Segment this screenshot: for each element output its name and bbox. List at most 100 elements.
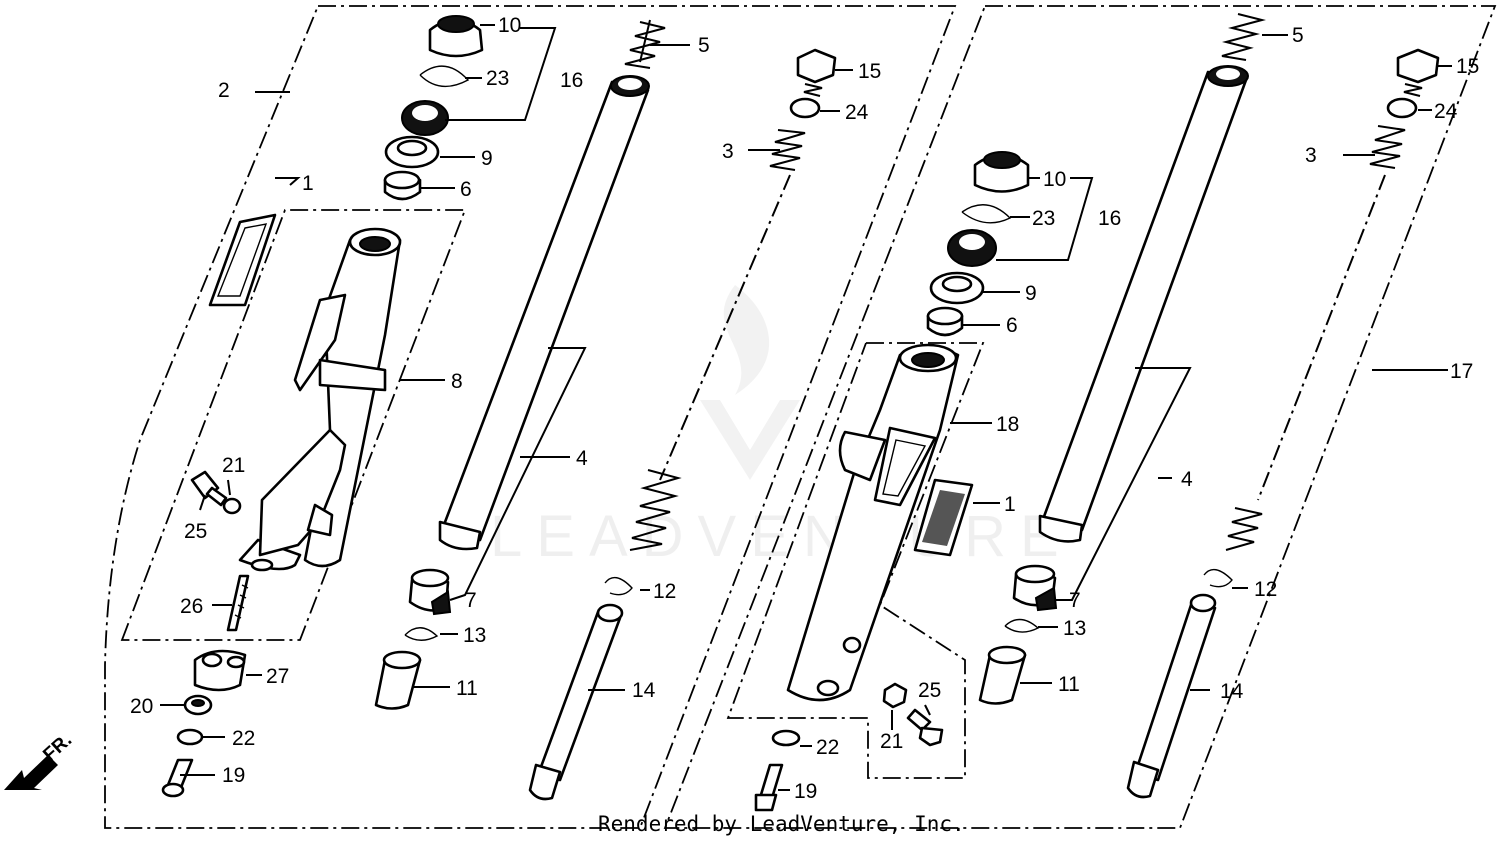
- o-ring-24-right: [1386, 97, 1418, 119]
- right-parts: [754, 13, 1440, 812]
- fork-tube-4-left: [438, 75, 650, 551]
- callout-14-left: 14: [632, 679, 656, 702]
- callout-1-left: 1: [302, 172, 314, 195]
- fork-slider-18-right: [786, 343, 960, 702]
- callout-9-right: 9: [1025, 282, 1037, 305]
- callout-15-left: 15: [858, 60, 881, 83]
- clip-23-left: [419, 65, 470, 88]
- ring-12-right: [1203, 568, 1233, 588]
- spring-5-right: [1221, 13, 1266, 61]
- footer-credit: Rendered by LeadVenture, Inc.: [598, 812, 965, 836]
- callouts-left: 10 23 16 9 6 2 1 8 4 5 15 24 3 7 12 13 1…: [130, 14, 881, 787]
- fork-tube-4-right: [1038, 65, 1249, 543]
- callout-12-right: 12: [1254, 578, 1277, 601]
- reflector-1-right: [913, 478, 974, 557]
- callout-21-left: 21: [222, 454, 245, 477]
- callout-19-left: 19: [222, 764, 245, 787]
- callout-10-left: 10: [498, 14, 521, 37]
- callout-6-right: 6: [1006, 314, 1018, 337]
- watermark: LEADVENTURE: [490, 285, 1073, 569]
- callout-27-left: 27: [266, 665, 289, 688]
- callout-17-right: 17: [1450, 360, 1473, 383]
- callout-25-right: 25: [918, 679, 941, 702]
- collar-11-left: [374, 650, 422, 710]
- callout-20-left: 20: [130, 695, 153, 718]
- callout-16-left: 16: [560, 69, 583, 92]
- callout-24-right: 24: [1434, 100, 1458, 123]
- damper-rod-14-right: [1126, 593, 1217, 799]
- callout-4-left: 4: [576, 447, 588, 470]
- callout-22-left: 22: [232, 727, 255, 750]
- bolt-25-right: [906, 708, 944, 747]
- callout-13-left: 13: [463, 624, 486, 647]
- dust-seal-10-right: [973, 151, 1030, 193]
- callout-5-left: 5: [698, 34, 710, 57]
- callout-3-left: 3: [722, 140, 734, 163]
- watermark-text: LEADVENTURE: [490, 504, 1073, 569]
- spring-3-right: [1225, 125, 1406, 551]
- callout-2-left: 2: [218, 79, 230, 102]
- callouts-right: 5 15 24 3 10 23 16 9 6 18 1 4 17 7 12 13…: [794, 24, 1479, 803]
- washer-21-left: [222, 497, 242, 515]
- callout-15-right: 15: [1456, 55, 1479, 78]
- callout-11-left: 11: [456, 677, 478, 700]
- washer-21-right: [882, 682, 908, 709]
- callout-4-right: 4: [1181, 468, 1193, 491]
- callout-13-right: 13: [1063, 617, 1086, 640]
- callout-12-left: 12: [653, 580, 676, 603]
- callout-25-left: 25: [184, 520, 207, 543]
- nut-20-left: [183, 694, 213, 716]
- callout-11-right: 11: [1058, 673, 1080, 696]
- callout-7-right: 7: [1069, 589, 1081, 612]
- oil-seal-left: [401, 100, 449, 136]
- bushing-6-left: [383, 170, 422, 201]
- dust-seal-10-left: [428, 15, 484, 58]
- snap-ring-13-right: [1004, 618, 1040, 633]
- collar-11-right: [978, 645, 1027, 705]
- right-fork-frame: [663, 5, 1497, 829]
- clip-23-right: [961, 204, 1012, 224]
- bushing-6-right: [926, 306, 964, 337]
- callout-9-left: 9: [481, 147, 493, 170]
- callout-7-left: 7: [465, 589, 477, 612]
- fork-slider-8-left: [238, 227, 402, 572]
- washer-9-right: [929, 271, 985, 305]
- o-ring-24-left: [789, 97, 821, 119]
- snap-ring-13-left: [404, 627, 439, 641]
- callout-23-right: 23: [1032, 207, 1055, 230]
- callout-1-right: 1: [1004, 493, 1016, 516]
- leader-lines: [160, 24, 1452, 791]
- callout-23-left: 23: [486, 67, 509, 90]
- left-fork-frame: [104, 5, 957, 829]
- callout-22-right: 22: [816, 736, 839, 759]
- callout-6-left: 6: [460, 178, 472, 201]
- callout-8-left: 8: [451, 370, 463, 393]
- stud-26-left: [226, 574, 250, 632]
- washer-9-left: [384, 135, 440, 169]
- front-arrow-icon: [4, 755, 58, 790]
- callout-18-right: 18: [996, 413, 1019, 436]
- callout-10-right: 10: [1043, 168, 1066, 191]
- callout-14-right: 14: [1220, 680, 1244, 703]
- bolt-19-right: [754, 763, 784, 812]
- callout-5-right: 5: [1292, 24, 1304, 47]
- callout-19-right: 19: [794, 780, 817, 803]
- holder-27-left: [193, 649, 247, 692]
- left-parts: [161, 15, 837, 801]
- damper-rod-14-left: [528, 603, 624, 801]
- ring-12-left: [604, 576, 633, 596]
- callout-26-left: 26: [180, 595, 203, 618]
- piston-7-right: [1012, 564, 1058, 612]
- callout-3-right: 3: [1305, 144, 1317, 167]
- piston-7-left: [408, 568, 452, 616]
- bolt-25-left: [190, 470, 228, 507]
- reflector-1-left: [208, 213, 277, 307]
- callout-21-right: 21: [880, 730, 903, 753]
- spring-5-left: [624, 19, 666, 69]
- cap-bolt-15-left: [796, 48, 837, 97]
- cap-bolt-15-right: [1396, 48, 1440, 97]
- spring-3-left: [629, 129, 806, 551]
- oil-seal-right: [947, 229, 997, 267]
